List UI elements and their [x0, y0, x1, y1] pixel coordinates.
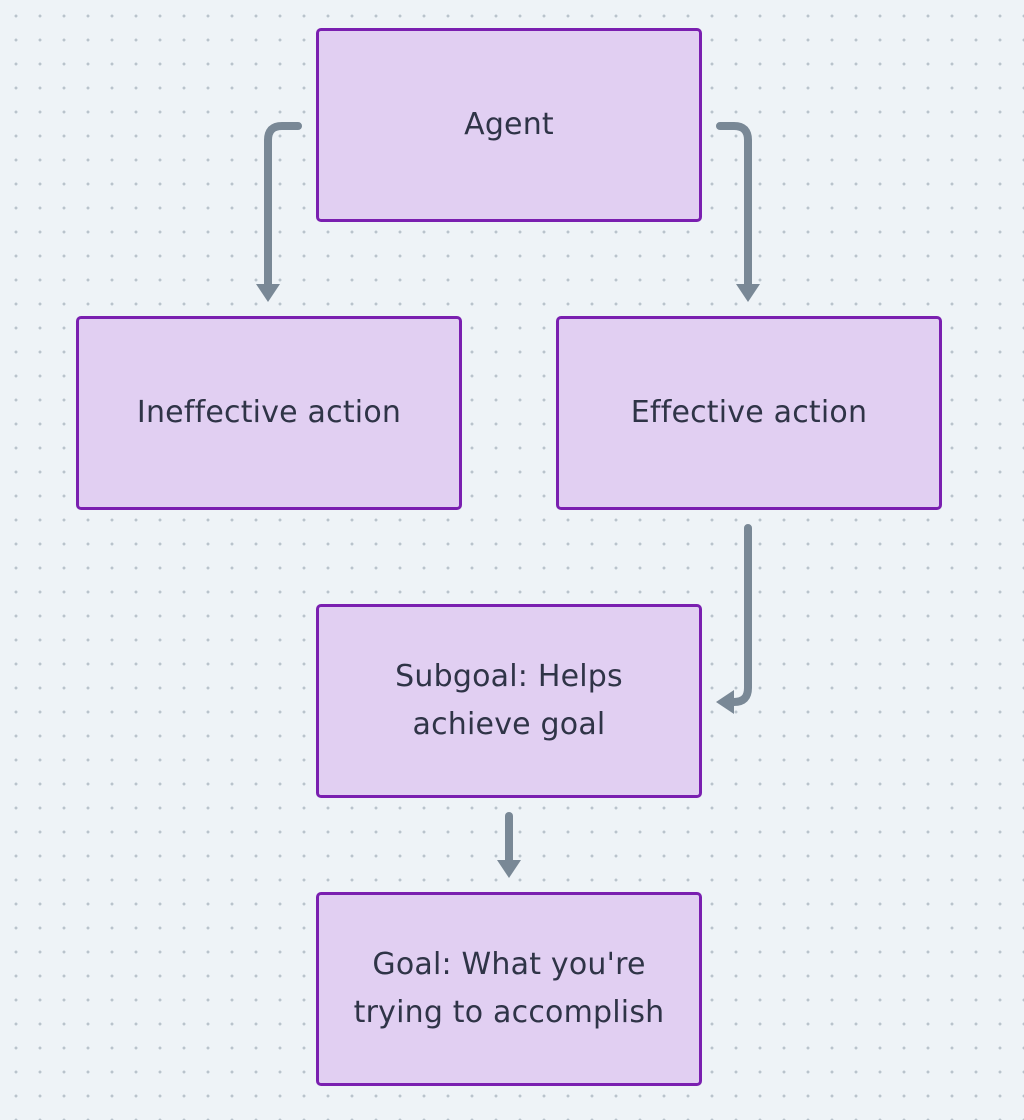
arrowhead-goal	[497, 860, 521, 878]
edge-effective-to-subgoal	[726, 524, 752, 706]
arrowhead-ineffective	[256, 284, 280, 302]
node-agent-label: Agent	[464, 107, 554, 142]
node-effective-action-label: Effective action	[630, 395, 868, 430]
node-effective-action[interactable]: Effective action	[556, 316, 942, 510]
node-subgoal-label: Subgoal: Helps achieve goal	[395, 659, 623, 742]
arrowhead-subgoal	[716, 690, 734, 714]
edge-agent-to-effective	[716, 122, 752, 292]
node-goal[interactable]: Goal: What you're trying to accomplish	[316, 892, 702, 1086]
arrowhead-effective	[736, 284, 760, 302]
node-agent[interactable]: Agent	[316, 28, 702, 222]
node-goal-label: Goal: What you're trying to accomplish	[353, 947, 665, 1030]
edge-agent-to-ineffective	[264, 122, 302, 292]
node-subgoal[interactable]: Subgoal: Helps achieve goal	[316, 604, 702, 798]
node-ineffective-action[interactable]: Ineffective action	[76, 316, 462, 510]
node-ineffective-action-label: Ineffective action	[136, 395, 402, 430]
